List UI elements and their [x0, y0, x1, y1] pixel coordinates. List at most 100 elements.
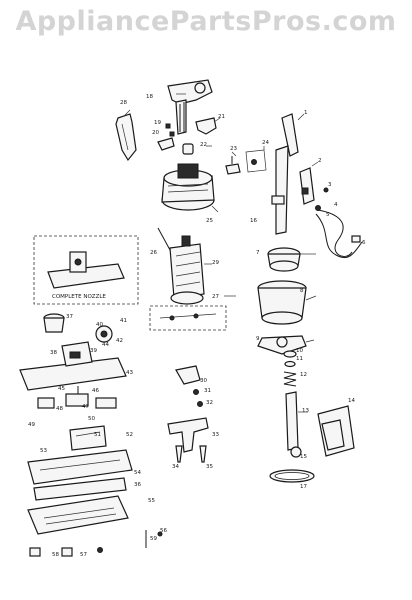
part-number-11: 11	[296, 356, 303, 362]
part-number-2: 2	[318, 158, 322, 164]
part-wheel-40	[95, 325, 113, 343]
part-filter-8	[257, 280, 307, 325]
part-number-54: 54	[134, 470, 141, 476]
part-number-32: 32	[206, 400, 213, 406]
part-number-46: 46	[92, 388, 99, 394]
part-number-37: 37	[66, 314, 73, 320]
part-small-screws-19	[165, 123, 175, 137]
part-number-9: 9	[256, 336, 260, 342]
part-number-31: 31	[204, 388, 211, 394]
part-bottom-plate-56	[27, 495, 129, 535]
part-number-36: 36	[134, 482, 141, 488]
part-number-52: 52	[126, 432, 133, 438]
part-filter-ring-7	[267, 247, 301, 272]
part-number-42: 42	[116, 338, 123, 344]
part-dust-cup-14	[317, 405, 355, 457]
part-number-34: 34	[172, 464, 179, 470]
part-number-39: 39	[90, 348, 97, 354]
part-number-44: 44	[102, 342, 109, 348]
part-motor-29	[157, 227, 205, 305]
part-handle-grip-3	[299, 167, 315, 205]
part-bracket-33	[167, 417, 209, 453]
part-number-21: 21	[218, 114, 225, 120]
part-wheels-57-58	[29, 530, 163, 557]
part-number-24: 24	[262, 140, 269, 146]
part-wiring-bracket-27	[149, 305, 227, 331]
part-cam-30	[175, 365, 201, 385]
part-number-55: 55	[148, 498, 155, 504]
part-pins-34	[175, 445, 207, 463]
part-wiring-24	[245, 149, 267, 173]
part-bracket-22	[157, 137, 175, 151]
part-knob-37	[43, 313, 65, 333]
part-number-40: 40	[96, 322, 103, 328]
part-number-35: 35	[206, 464, 213, 470]
part-screws-31-32	[193, 389, 203, 407]
part-number-14: 14	[348, 398, 355, 404]
part-number-3: 3	[328, 182, 332, 188]
part-number-53: 53	[40, 448, 47, 454]
part-nozzle-hood-38	[19, 341, 127, 391]
part-number-50: 50	[88, 416, 95, 422]
part-cord-6	[315, 209, 363, 258]
part-number-45: 45	[58, 386, 65, 392]
inset-label: COMPLETE NOZZLE	[52, 294, 106, 300]
part-number-15: 15	[300, 454, 307, 460]
part-number-25: 25	[206, 218, 213, 224]
part-number-38: 38	[50, 350, 57, 356]
leader-lines	[123, 93, 319, 413]
part-number-6: 6	[362, 240, 366, 246]
part-number-49: 49	[28, 422, 35, 428]
part-number-4: 4	[334, 202, 338, 208]
part-number-10: 10	[296, 348, 303, 354]
part-number-23: 23	[230, 146, 237, 152]
part-number-17: 17	[300, 484, 307, 490]
part-number-19: 19	[154, 120, 161, 126]
part-upper-tube-1	[271, 113, 299, 235]
part-number-41: 41	[120, 318, 127, 324]
part-number-26: 26	[150, 250, 157, 256]
part-number-29: 29	[212, 260, 219, 266]
part-lower-tube-13	[285, 391, 302, 458]
part-number-7: 7	[256, 250, 260, 256]
part-number-1: 1	[304, 110, 308, 116]
part-number-8: 8	[300, 288, 304, 294]
part-belt-15	[269, 469, 315, 483]
part-number-30: 30	[200, 378, 207, 384]
part-number-58: 58	[52, 552, 59, 558]
part-number-13: 13	[302, 408, 309, 414]
part-number-51: 51	[94, 432, 101, 438]
part-number-27: 27	[212, 294, 219, 300]
part-handle-top	[167, 79, 213, 135]
part-knob-20	[182, 143, 194, 155]
part-number-20: 20	[152, 130, 159, 136]
part-screws-4-5	[315, 187, 329, 211]
complete-nozzle-inset	[33, 235, 139, 305]
part-number-47: 47	[82, 404, 89, 410]
part-clip-21	[195, 117, 217, 135]
part-number-16: 16	[250, 218, 257, 224]
part-number-18: 18	[146, 94, 153, 100]
part-number-28: 28	[120, 100, 127, 106]
part-motor-housing-25	[161, 163, 215, 211]
part-number-12: 12	[300, 372, 307, 378]
part-number-48: 48	[56, 406, 63, 412]
part-switch-23	[225, 156, 241, 175]
part-base-plate-53	[27, 449, 133, 485]
part-number-33: 33	[212, 432, 219, 438]
part-agitator-51-52	[69, 425, 107, 451]
part-cup-lid-9	[257, 335, 307, 355]
part-bumper-54-55	[33, 477, 127, 501]
part-spring-10-11-12	[283, 350, 297, 387]
part-brush-parts-44-48	[37, 386, 117, 409]
part-number-5: 5	[326, 212, 330, 218]
part-number-57: 57	[80, 552, 87, 558]
part-handle-section-28	[115, 113, 137, 162]
part-number-59: 59	[150, 536, 157, 542]
part-number-22: 22	[200, 142, 207, 148]
part-number-43: 43	[126, 370, 133, 376]
part-number-labels: 1234567891011121314151617181920212223242…	[28, 94, 366, 558]
part-number-56: 56	[160, 528, 167, 534]
site-watermark: AppliancePartsPros.com	[15, 6, 397, 37]
